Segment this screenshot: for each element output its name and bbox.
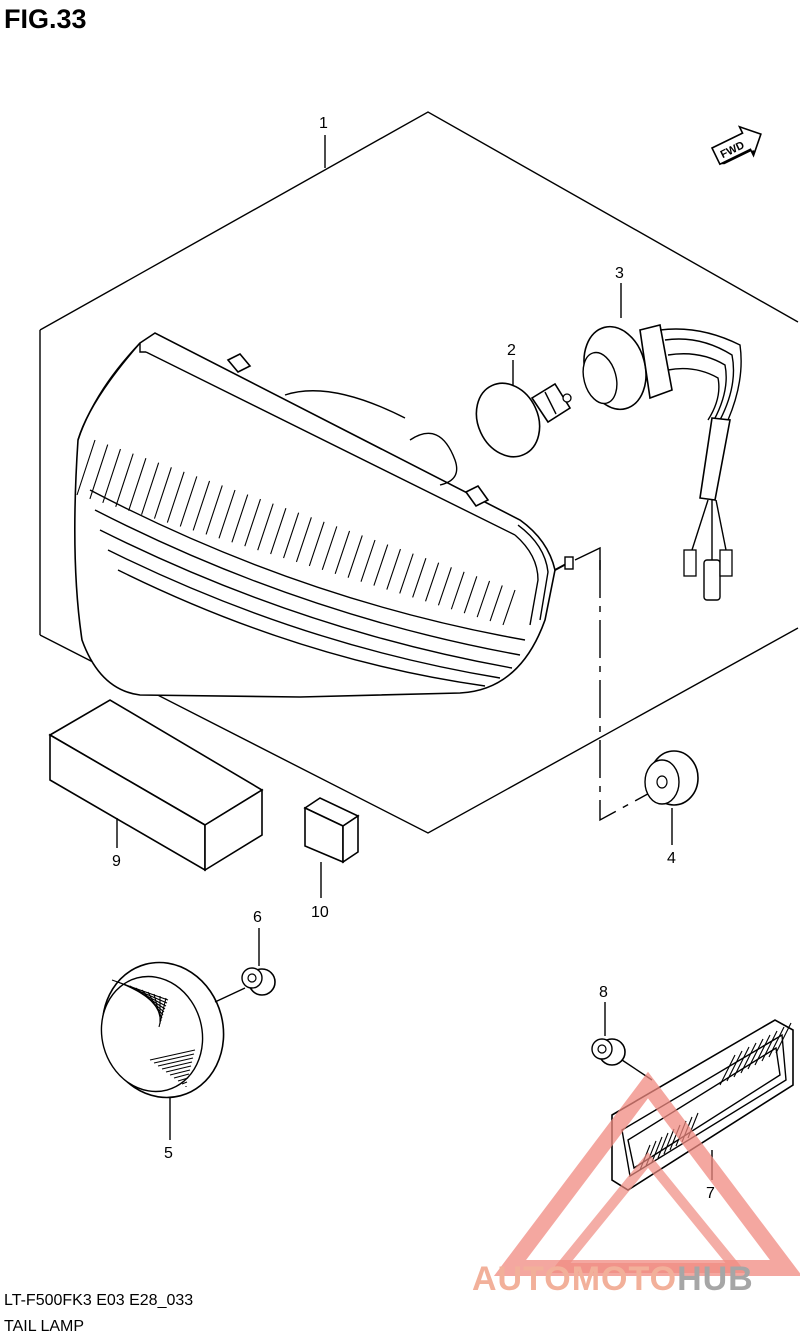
reflector-hatch-stroke [158, 997, 167, 1028]
reflector-hatch [111, 979, 196, 1087]
reflector-hatch-stroke [177, 1077, 189, 1082]
lens-hatch-stroke [128, 458, 147, 511]
lens-hatch-stroke [386, 548, 401, 590]
lens-hatch-stroke [373, 544, 389, 586]
lens-hatch-stroke [115, 453, 134, 507]
callout-4: 4 [667, 850, 676, 867]
small-cushion [303, 797, 360, 864]
watermark-text-hub: HUB [677, 1260, 754, 1298]
callout-7: 7 [706, 1185, 715, 1202]
lens-hatch-stroke [192, 480, 211, 531]
side-hatch-stroke [663, 1128, 675, 1155]
lens-hatch-stroke [399, 553, 414, 594]
callout-5: 5 [164, 1145, 173, 1162]
callout-2: 2 [507, 342, 516, 359]
lens-hatch-stroke [476, 580, 491, 618]
lens-hatch-stroke [89, 444, 109, 500]
lens-hatch-stroke [231, 494, 249, 543]
lens-hatch-stroke [308, 521, 325, 567]
reflector-hatch-stroke [161, 1061, 193, 1070]
callout-10: 10 [311, 904, 329, 921]
fwd-direction-icon: FWD [710, 125, 762, 166]
side-hatch-stroke [657, 1132, 669, 1159]
assembly-guide-line [574, 546, 656, 822]
side-hatch-stroke [761, 1030, 778, 1062]
lens-hatch-stroke [334, 530, 351, 574]
grommet [644, 750, 699, 806]
lens-hatch-stroke [166, 471, 185, 523]
section-name: TAIL LAMP [4, 1318, 85, 1335]
callout-8: 8 [599, 984, 608, 1001]
figure-title: FIG.33 [4, 4, 87, 34]
lens-hatch [76, 439, 516, 626]
side-hatch-stroke [754, 1034, 771, 1066]
watermark-logo: AUTOMOTOHUB [472, 1071, 800, 1298]
side-hatch-stroke [726, 1050, 743, 1082]
lens-hatch-stroke [244, 498, 261, 547]
lens-hatch-stroke [218, 489, 236, 539]
lens-hatch-stroke [321, 526, 338, 571]
lens-hatch-stroke [257, 503, 274, 551]
lens-hatch-stroke [412, 558, 427, 598]
reflector-hatch-stroke [165, 1065, 192, 1073]
reflector-nut [241, 967, 276, 996]
side-reflector-nut [591, 1038, 626, 1066]
tail-lamp-housing [74, 332, 574, 698]
side-hatch-stroke [775, 1022, 792, 1054]
callout-3: 3 [615, 265, 624, 282]
side-hatch-stroke [740, 1042, 757, 1074]
callout-9: 9 [112, 853, 121, 870]
lens-hatch-stroke [270, 508, 287, 555]
side-hatch-stroke [768, 1026, 785, 1058]
lens-hatch-stroke [450, 571, 465, 610]
lens-hatch-stroke [437, 567, 452, 606]
reflector-hatch-stroke [181, 1081, 188, 1085]
reflector-hatch-stroke [169, 1069, 191, 1076]
watermark-text-automoto: AUTOMOTO [472, 1260, 677, 1298]
lens-hatch-stroke [360, 539, 376, 582]
lens-hatch-stroke [425, 562, 440, 602]
cushion-block [48, 699, 264, 872]
callout-labels: 1 2 3 4 5 6 7 8 9 10 [112, 115, 715, 1202]
reflector-hatch-stroke [153, 1053, 195, 1064]
lens-hatch-stroke [295, 517, 312, 563]
lens-hatch-stroke [179, 476, 198, 527]
reflector-hatch-stroke [149, 1049, 196, 1061]
lens-hatch-stroke [502, 589, 516, 626]
side-hatch-stroke [747, 1038, 764, 1070]
callout-1: 1 [319, 115, 328, 132]
callout-6: 6 [253, 909, 262, 926]
watermark-triangle-icon [493, 1071, 800, 1276]
round-reflector [100, 961, 246, 1099]
reflector-hatch-stroke [173, 1073, 190, 1079]
lens-hatch-stroke [102, 448, 121, 504]
lens-hatch-stroke [141, 462, 160, 515]
bulb [475, 382, 572, 458]
lens-hatch-stroke [489, 585, 503, 622]
socket-harness [582, 324, 742, 601]
lens-hatch-stroke [283, 512, 300, 559]
lens-hatch-stroke [153, 467, 172, 519]
side-hatch-stroke [651, 1136, 663, 1163]
lens-hatch-stroke [463, 576, 478, 614]
assembly-outline [39, 111, 799, 834]
model-code: LT-F500FK3 E03 E28_033 [4, 1292, 194, 1309]
side-hatch-stroke [733, 1046, 750, 1078]
lens-hatch-stroke [76, 439, 96, 496]
reflector-hatch-stroke [157, 1057, 194, 1067]
lens-hatch-stroke [347, 535, 363, 578]
svg-text:AUTOMOTOHUB: AUTOMOTOHUB [472, 1260, 754, 1298]
side-hatch-stroke [719, 1054, 736, 1086]
lens-hatch-stroke [205, 485, 223, 535]
